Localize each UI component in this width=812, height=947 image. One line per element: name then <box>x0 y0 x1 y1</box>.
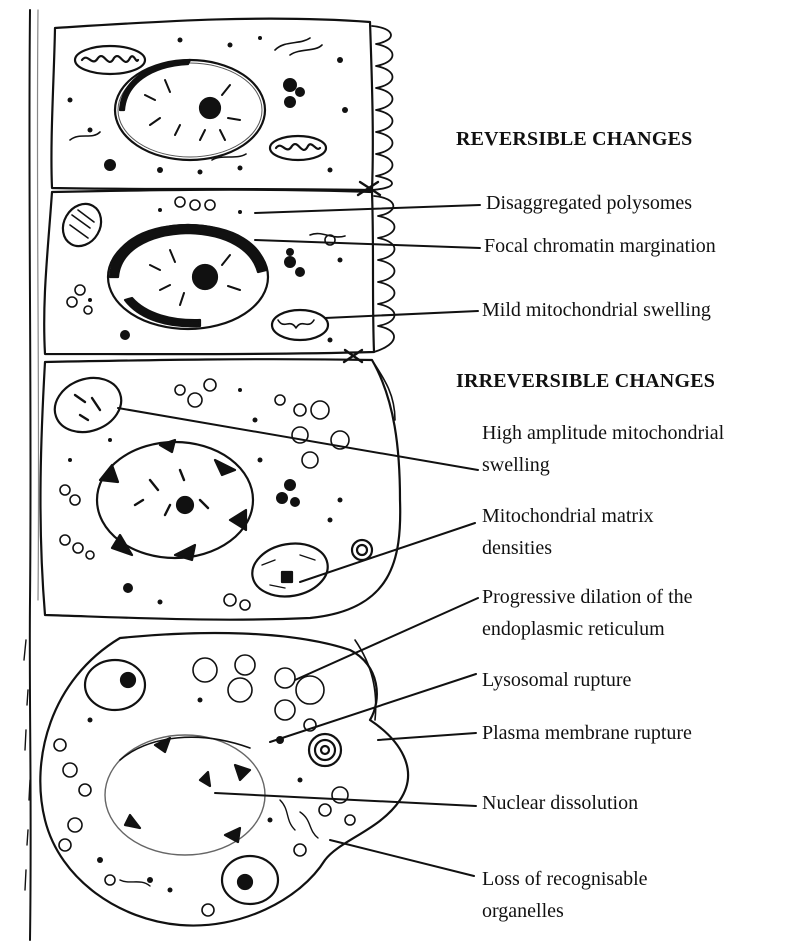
label-high-swelling-line2: swelling <box>482 452 550 478</box>
label-loss-line1: Loss of recognisable <box>482 866 648 892</box>
leader-chromatin <box>255 240 480 248</box>
leader-high-swelling <box>118 408 478 470</box>
leader-nuclear <box>215 793 476 806</box>
label-disaggregated-polysomes: Disaggregated polysomes <box>486 190 692 216</box>
leader-mild-swelling <box>325 311 478 318</box>
label-high-swelling-line1: High amplitude mitochondrial <box>482 420 724 446</box>
label-matrix-line1: Mitochondrial matrix <box>482 503 654 529</box>
label-loss-line2: organelles <box>482 898 564 924</box>
label-mild-swelling: Mild mitochondrial swelling <box>482 297 711 323</box>
leader-loss <box>330 840 474 876</box>
label-er-line1: Progressive dilation of the <box>482 584 693 610</box>
leader-matrix <box>300 523 475 582</box>
cell-normal <box>51 19 392 195</box>
leader-er <box>295 598 478 680</box>
leader-polysomes <box>255 205 480 213</box>
cell-necrotic <box>40 633 408 926</box>
label-lysosomal-rupture: Lysosomal rupture <box>482 667 631 693</box>
label-nuclear-dissolution: Nuclear dissolution <box>482 790 638 816</box>
heading-irreversible: IRREVERSIBLE CHANGES <box>456 370 715 393</box>
leader-plasma <box>378 733 476 740</box>
basement-membrane <box>24 10 39 940</box>
cell-irreversible <box>40 359 400 620</box>
label-matrix-line2: densities <box>482 535 552 561</box>
label-focal-chromatin: Focal chromatin margination <box>484 233 716 259</box>
cell-reversible <box>44 190 394 362</box>
label-plasma-membrane-rupture: Plasma membrane rupture <box>482 720 692 746</box>
label-er-line2: endoplasmic reticulum <box>482 616 665 642</box>
leader-lines <box>118 205 480 876</box>
heading-reversible: REVERSIBLE CHANGES <box>456 128 692 151</box>
